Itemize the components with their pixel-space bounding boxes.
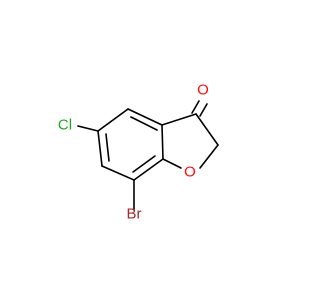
atom-label-ring-oxygen: O: [184, 164, 196, 181]
bond-c5-c6-inner: [105, 133, 110, 162]
bond-c3-c2: [195, 113, 219, 146]
bond-c6-c7: [101, 165, 135, 181]
bond-c2-o1: [199, 144, 219, 169]
bond-c7-c7a: [133, 158, 164, 181]
bond-c3a-c4-inner: [130, 116, 158, 131]
atom-label-layer: O Cl O Br: [58, 82, 209, 223]
bond-c4-c5: [97, 108, 129, 132]
bond-c3a-c4: [127, 108, 163, 126]
atom-label-bromine: Br: [127, 206, 142, 223]
bond-c7a-c3a: [161, 124, 164, 160]
bond-c3a-c3: [161, 113, 197, 126]
bond-layer: [77, 100, 219, 211]
bond-c5-c6: [97, 130, 103, 167]
bond-c3-o-carbonyl-a: [191, 100, 200, 114]
molecule-structure: O Cl O Br: [58, 82, 219, 223]
bond-c5-cl: [77, 125, 99, 132]
bond-c7-c7a-inner: [132, 155, 156, 173]
atom-label-carbonyl-oxygen: O: [197, 82, 209, 99]
bond-c3-o-carbonyl-b: [199, 103, 208, 117]
atom-label-chlorine: Cl: [58, 117, 72, 134]
bond-o1-c7a: [162, 158, 182, 169]
